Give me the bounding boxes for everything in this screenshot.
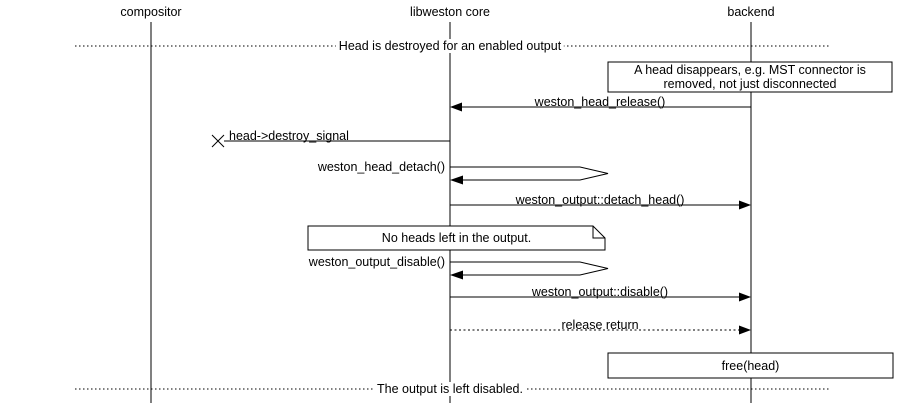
message-label-weston-output-disable: weston_output_disable(): [308, 255, 445, 269]
divider-label-bottom: The output is left disabled.: [374, 382, 526, 396]
message-destroy-cross-head-destroy-signal: [211, 134, 225, 148]
message-line-weston-head-detach: [450, 166, 609, 181]
actor-label-backend: backend: [727, 5, 775, 19]
message-arrowhead-weston-head-detach: [450, 175, 463, 185]
actor-label-libweston: libweston core: [410, 5, 490, 19]
message-label-weston-head-release: weston_head_release(): [534, 95, 666, 109]
note-text-note-free-head-0: free(head): [721, 358, 780, 373]
divider-label-top: Head is destroyed for an enabled output: [335, 39, 565, 53]
message-label-weston-output-detach-head: weston_output::detach_head(): [515, 193, 685, 207]
message-arrowhead-release-return: [739, 325, 751, 335]
message-arrowhead-weston-output-disable-call: [739, 292, 751, 302]
note-text-note-head-disappears-1: removed, not just disconnected: [663, 77, 837, 91]
actor-label-compositor: compositor: [120, 5, 182, 19]
note-text-note-head-disappears-0: A head disappears, e.g. MST connector is: [634, 63, 866, 77]
message-arrowhead-weston-output-detach-head: [739, 200, 751, 210]
message-line-weston-output-disable: [450, 261, 609, 276]
message-arrowhead-weston-head-release: [450, 102, 462, 112]
note-box-note-free-head: [607, 352, 894, 379]
note-text-note-no-heads-left-0: No heads left in the output.: [381, 231, 532, 245]
note-box-note-head-disappears: [607, 61, 893, 93]
message-label-head-destroy-signal: head->destroy_signal: [229, 129, 349, 143]
message-label-release-return: release return: [561, 318, 639, 332]
note-fold-note-no-heads-left: [592, 226, 605, 239]
message-arrowhead-weston-output-disable: [450, 270, 463, 280]
message-label-weston-head-detach: weston_head_detach(): [317, 160, 445, 174]
note-box-note-no-heads-left: [307, 225, 606, 251]
message-label-weston-output-disable-call: weston_output::disable(): [531, 285, 669, 299]
